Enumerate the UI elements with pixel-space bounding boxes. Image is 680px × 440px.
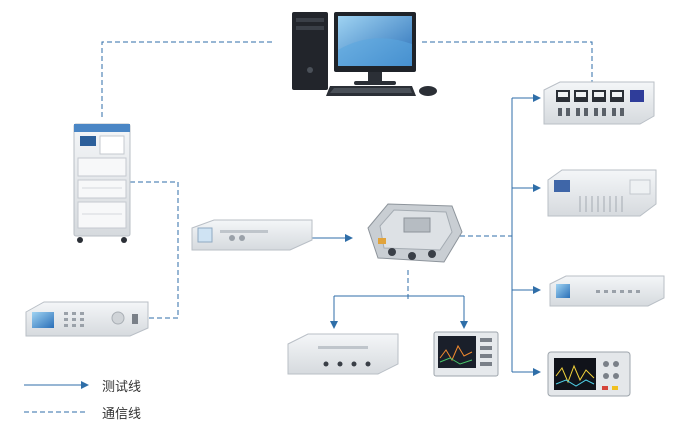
programmable-controller-icon — [191, 219, 313, 251]
oscilloscope-icon — [547, 351, 631, 397]
device-under-test-icon — [367, 203, 463, 263]
data-acquisition-meter-icon — [433, 331, 499, 377]
legend — [24, 381, 89, 413]
programmable-power-supply-icon — [547, 169, 657, 217]
recorder-icon — [287, 333, 399, 375]
comm-line-cabinet-to-controller — [130, 181, 179, 319]
electronic-load-icon — [543, 81, 655, 125]
legend-test-line-label: 测试线 — [102, 380, 142, 395]
test-cabinet-icon — [73, 123, 131, 243]
legend-comm-line-label: 通信线 — [102, 407, 142, 422]
power-analyzer-icon — [549, 275, 665, 307]
comm-line-pc-to-load — [422, 41, 593, 82]
desktop-computer-icon — [292, 12, 437, 96]
controller-unit-icon — [25, 301, 149, 337]
connection-lines — [101, 41, 593, 376]
comm-line-pc-to-cabinet — [101, 41, 272, 120]
